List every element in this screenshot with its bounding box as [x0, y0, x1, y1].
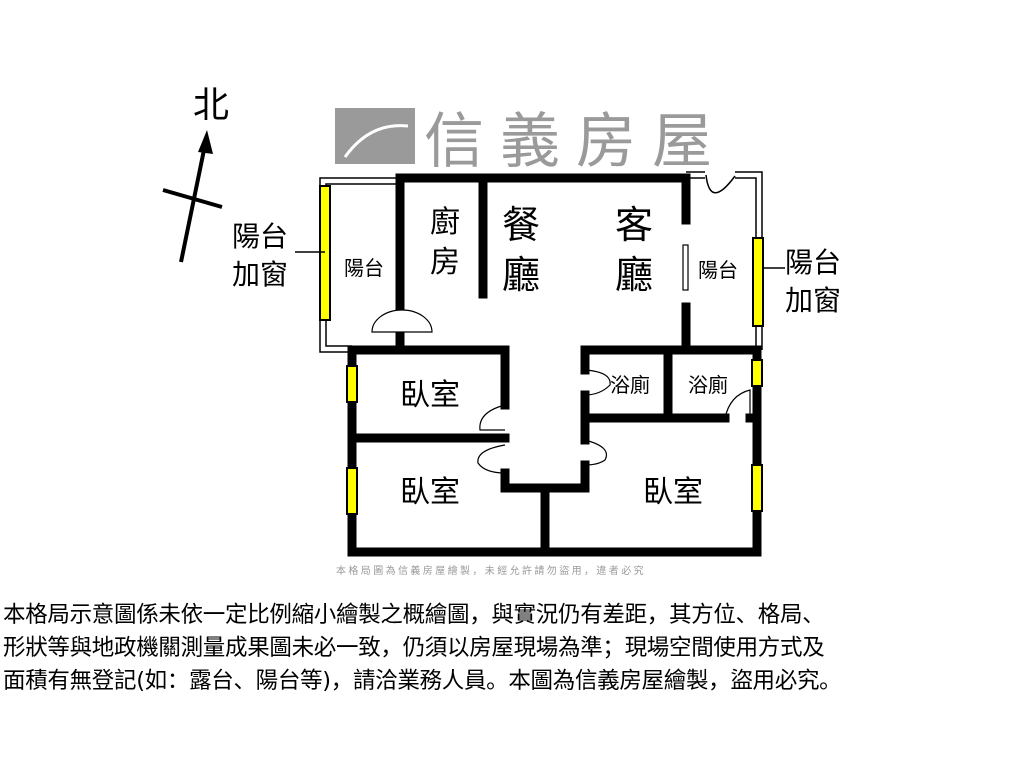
watermark-brand: 信義房屋: [424, 107, 728, 177]
disclaimer-line: 本格局示意圖係未依一定比例縮小繪製之概繪圖，與實況仍有差距，其方位、格局、: [3, 602, 825, 628]
watermark: 信義房屋 本格局圖為信義房屋繪製，未經允許請勿盜用，違者必究: [335, 107, 728, 577]
windows: [319, 185, 764, 515]
doors: [371, 244, 751, 474]
room-living-2: 廳: [615, 253, 653, 297]
callout-right-1: 陽台: [785, 246, 841, 279]
disclaimer-line: 形狀等與地政機關測量成果圖未必一致，仍須以房屋現場為準；現場空間使用方式及: [3, 635, 825, 661]
room-bath-2: 浴廁: [688, 373, 728, 397]
room-balcony-right: 陽台: [698, 258, 738, 282]
disclaimer-line: 面積有無登記(如：露台、陽台等)，請洽業務人員。本圖為信義房屋繪製，盜用必究。: [3, 668, 842, 694]
watermark-notice: 本格局圖為信義房屋繪製，未經允許請勿盜用，違者必究: [336, 564, 646, 577]
callout-left-2: 加窗: [232, 258, 288, 291]
room-bath-1: 浴廁: [610, 373, 650, 397]
callout-left-1: 陽台: [232, 220, 288, 253]
room-dining-1: 餐: [502, 203, 540, 247]
floor-plan: 北: [162, 85, 841, 577]
room-bedroom-2: 臥室: [400, 475, 460, 510]
room-kitchen-1: 廚: [430, 205, 460, 240]
room-living-1: 客: [615, 203, 653, 247]
room-kitchen-2: 房: [430, 245, 460, 280]
north-arrow: 北: [162, 85, 229, 263]
room-bedroom-3: 臥室: [643, 475, 703, 510]
north-label: 北: [193, 85, 229, 126]
room-balcony-left: 陽台: [344, 256, 384, 280]
callout-right-2: 加窗: [785, 284, 841, 317]
walls: [347, 173, 762, 557]
room-dining-2: 廳: [502, 253, 540, 297]
room-bedroom-1: 臥室: [400, 378, 460, 413]
